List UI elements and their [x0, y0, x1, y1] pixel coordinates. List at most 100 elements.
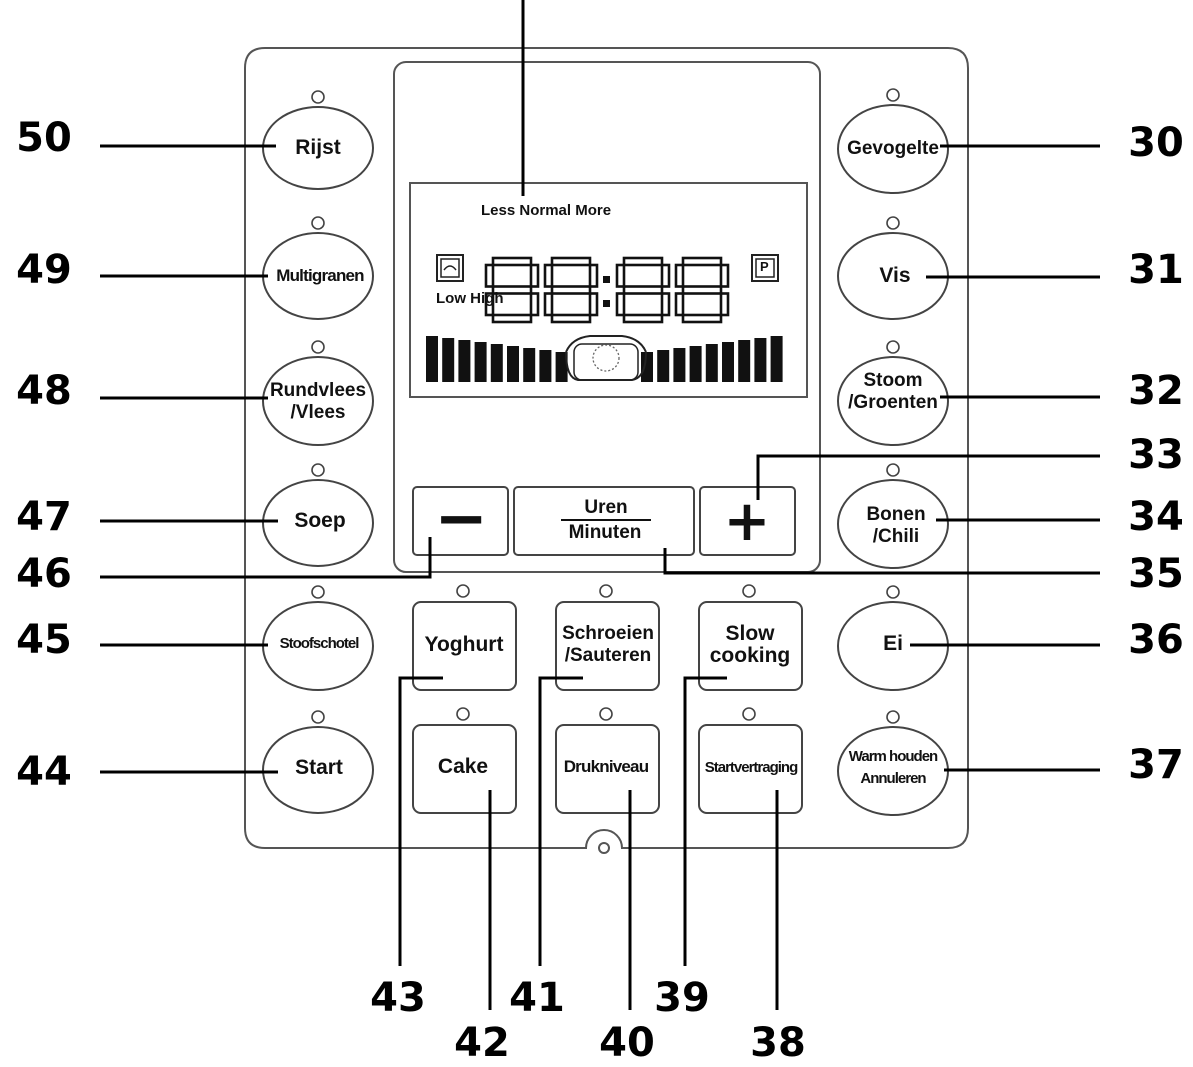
callout-leader-line: [683, 676, 727, 966]
callout-35: 35: [1128, 551, 1184, 597]
indicator-led: [599, 584, 613, 598]
level-bar: [442, 338, 455, 382]
pressure-symbol: P: [760, 259, 769, 274]
callout-45: 45: [16, 617, 72, 663]
lcd-window: [409, 182, 808, 398]
drukniveau-button[interactable]: [556, 725, 659, 813]
round-button-shape: [837, 356, 949, 446]
lid-lock-icon: [436, 254, 464, 282]
callout-42: 42: [454, 1020, 510, 1066]
level-bar: [770, 336, 783, 382]
colon-dot: [603, 276, 610, 283]
level-bar: [507, 346, 519, 382]
callout-43: 43: [370, 975, 426, 1021]
indicator-led: [311, 710, 325, 724]
seven-segment-digit: [484, 256, 540, 324]
level-bar: [738, 340, 751, 382]
callout-31: 31: [1128, 247, 1184, 293]
gevogelte-button[interactable]: [838, 105, 949, 193]
level-bars: [426, 336, 783, 382]
plus-button[interactable]: [700, 487, 795, 555]
level-bar: [555, 352, 568, 382]
time-control-shape: [513, 486, 695, 556]
indicator-led: [456, 707, 470, 721]
pressure-indicator-icon: [751, 254, 779, 282]
callout-49: 49: [16, 247, 72, 293]
ei-button[interactable]: [838, 602, 949, 690]
level-bar: [523, 348, 536, 382]
indicator-led: [886, 710, 900, 724]
callout-37: 37: [1128, 742, 1184, 788]
cake-button[interactable]: [413, 725, 516, 813]
square-button-shape: [555, 601, 660, 691]
level-bar: [657, 350, 670, 382]
round-button-shape: [262, 106, 374, 190]
callout-50: 50: [16, 115, 72, 161]
panel-mounting-hole: [598, 842, 610, 854]
time-control-shape: [412, 486, 509, 556]
callout-leader-line: [100, 537, 432, 579]
vis-button[interactable]: [838, 233, 949, 319]
slow-cooking-button[interactable]: [699, 602, 802, 690]
indicator-led: [456, 584, 470, 598]
level-bar: [641, 352, 653, 382]
callout-48: 48: [16, 368, 72, 414]
level-bar: [722, 342, 734, 382]
callout-33: 33: [1128, 432, 1184, 478]
display-frame: [393, 61, 821, 573]
round-button-shape: [837, 479, 949, 569]
callout-38: 38: [750, 1020, 806, 1066]
level-bar: [754, 338, 767, 382]
indicator-led: [886, 88, 900, 102]
stoofschotel-button[interactable]: [263, 602, 374, 690]
indicator-led: [886, 585, 900, 599]
multigranen-button[interactable]: [263, 233, 374, 319]
rundvlees-vlees-button[interactable]: [263, 357, 374, 445]
indicator-led: [311, 463, 325, 477]
yoghurt-button[interactable]: [413, 602, 516, 690]
soep-button[interactable]: [263, 480, 374, 566]
indicator-led: [742, 584, 756, 598]
indicator-led: [886, 340, 900, 354]
level-bar: [426, 336, 438, 382]
level-bar: [458, 340, 471, 382]
seven-segment-digit: [543, 256, 599, 324]
level-bar: [474, 342, 487, 382]
warm-houden-annuleren-button[interactable]: [838, 727, 949, 815]
uren-minuten-divider: [561, 519, 651, 521]
level-bar: [689, 346, 702, 382]
time-display-digits: [484, 256, 730, 324]
start-button[interactable]: [263, 727, 374, 813]
level-bar: [539, 350, 552, 382]
indicator-led: [311, 216, 325, 230]
indicator-led: [599, 707, 613, 721]
square-button-shape: [698, 601, 803, 691]
callout-41: 41: [509, 975, 565, 1021]
callout-40: 40: [599, 1020, 655, 1066]
stoom-groenten-button[interactable]: [838, 357, 949, 445]
callout-36: 36: [1128, 617, 1184, 663]
bonen-chili-button[interactable]: [838, 480, 949, 568]
level-bar: [705, 344, 718, 382]
callout-30: 30: [1128, 120, 1184, 166]
indicator-led: [742, 707, 756, 721]
round-button-shape: [262, 726, 374, 814]
pot-icon: [565, 335, 647, 381]
seven-segment-digit: [615, 256, 671, 324]
square-button-shape: [412, 601, 517, 691]
callout-44: 44: [16, 749, 72, 795]
seven-segment-digit: [674, 256, 730, 324]
rijst-button[interactable]: [263, 105, 374, 187]
uren-minuten-button[interactable]: [514, 487, 694, 555]
pressure-level-labels: Low High: [436, 290, 504, 307]
callout-47: 47: [16, 494, 72, 540]
round-button-shape: [262, 479, 374, 567]
callout-leader-line: [663, 548, 1100, 575]
doneness-labels: Less Normal More: [481, 202, 612, 219]
level-bar: [490, 344, 503, 382]
time-control-shape: [699, 486, 796, 556]
startvertraging-button[interactable]: [699, 725, 802, 813]
indicator-led: [311, 340, 325, 354]
schroeien-sauteren-button[interactable]: [556, 602, 659, 690]
minus-button[interactable]: [413, 487, 508, 555]
